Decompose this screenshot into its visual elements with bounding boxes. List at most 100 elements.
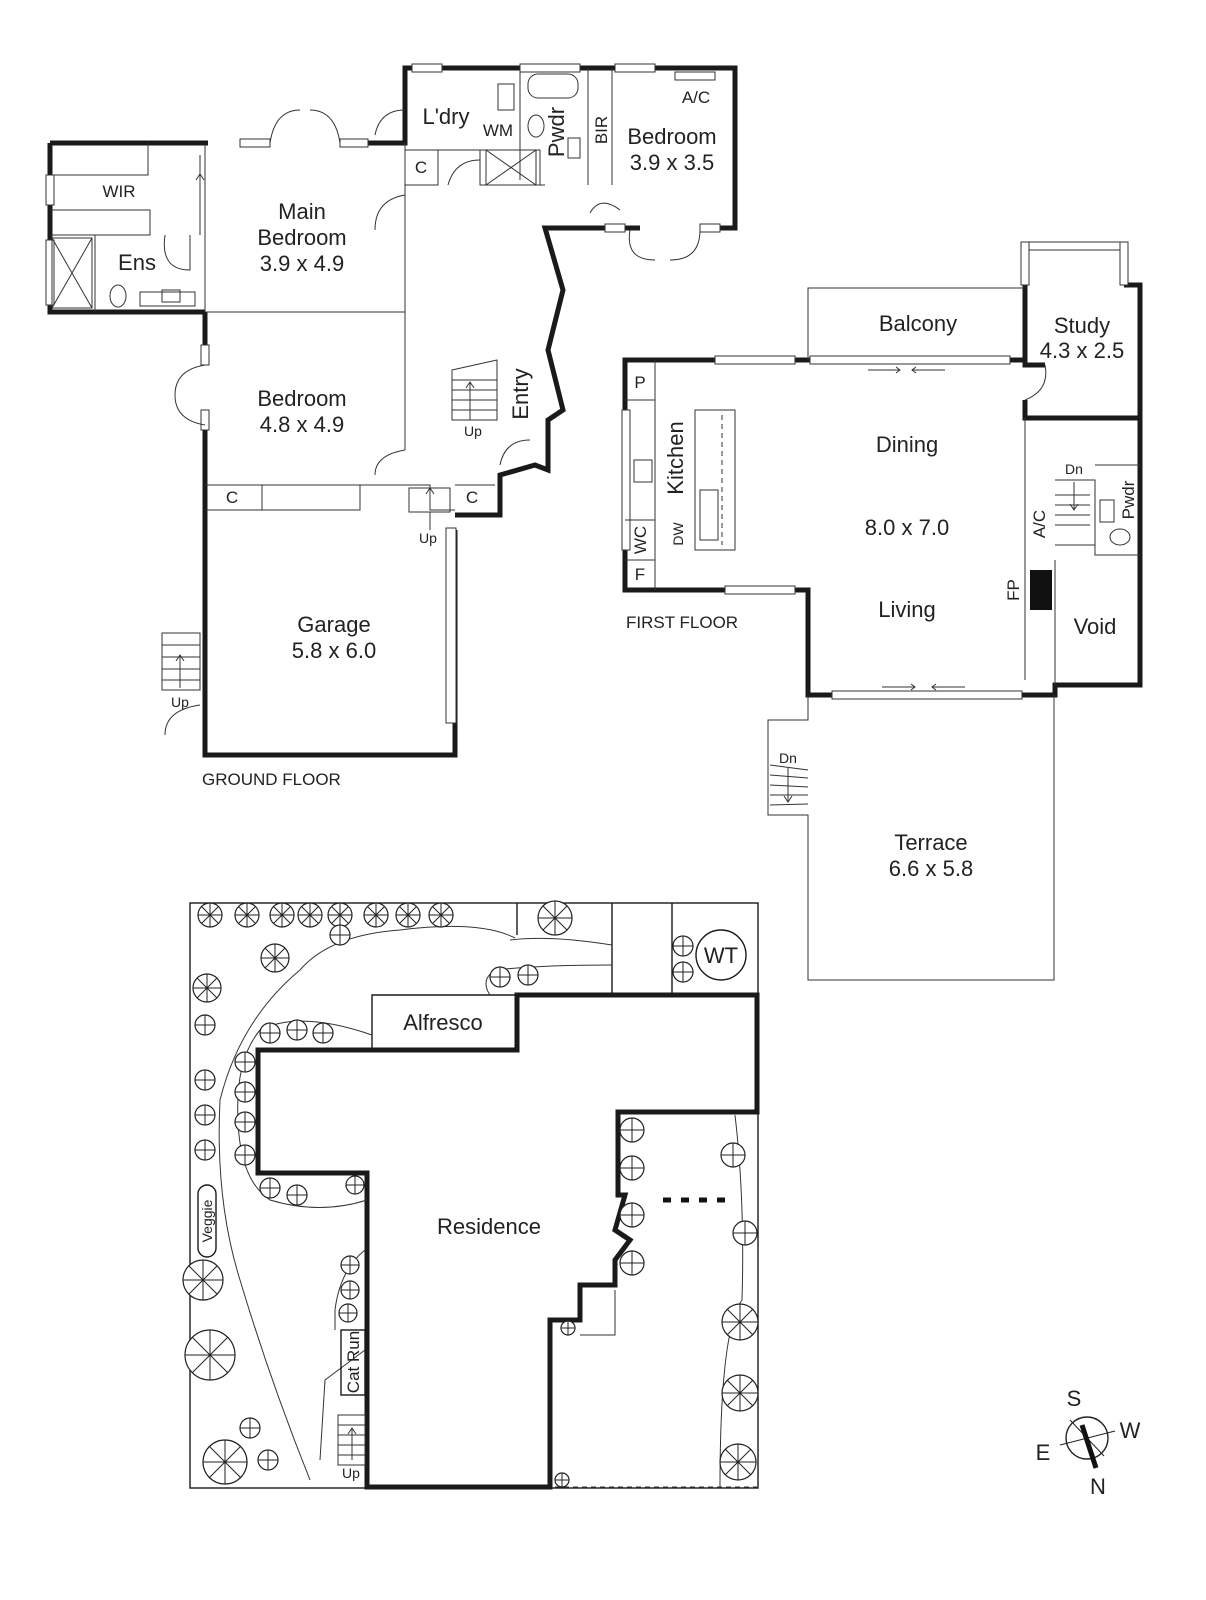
tree-icon <box>234 1051 256 1073</box>
ensuite-label: Ens <box>118 250 156 275</box>
veggie-garden-label: Veggie <box>199 1199 215 1242</box>
stairs-down-label: Dn <box>1065 461 1083 477</box>
compass-north: N <box>1090 1474 1106 1499</box>
main-bedroom-name-1: Main <box>278 199 326 224</box>
tree-icon <box>286 1019 308 1041</box>
garage-size: 5.8 x 6.0 <box>292 638 376 663</box>
first-floor-title: FIRST FLOOR <box>626 613 738 632</box>
tree-icon <box>269 902 295 928</box>
tree-icon <box>194 1014 216 1036</box>
tree-icon <box>234 1111 256 1133</box>
tree-icon <box>428 902 454 928</box>
tree-icon <box>517 964 539 986</box>
residence-label: Residence <box>437 1214 541 1239</box>
closet-label: C <box>226 488 238 507</box>
garage-name: Garage <box>297 612 370 637</box>
tree-icon <box>234 1081 256 1103</box>
ground-floor-title: GROUND FLOOR <box>202 770 341 789</box>
closet-label: C <box>466 488 478 507</box>
tree-icon <box>338 1303 358 1323</box>
powder-room-label: Pwdr <box>544 107 569 157</box>
tree-icon <box>719 1443 757 1481</box>
tree-icon <box>194 1104 216 1126</box>
compass-west: W <box>1120 1418 1141 1443</box>
terrace-name: Terrace <box>894 830 967 855</box>
tree-icon <box>537 900 573 936</box>
compass-south: S <box>1067 1386 1082 1411</box>
tree-icon <box>329 924 351 946</box>
tree-icon <box>721 1374 759 1412</box>
tree-icon <box>194 1069 216 1091</box>
wc-label: WC <box>631 526 650 554</box>
dining-label: Dining <box>876 432 938 457</box>
tree-icon <box>345 1175 365 1195</box>
tree-icon <box>340 1255 360 1275</box>
water-tank-label: WT <box>704 943 738 968</box>
tree-icon <box>234 1144 256 1166</box>
tree-icon <box>619 1250 645 1276</box>
tree-icon <box>202 1439 248 1485</box>
tree-icon <box>297 902 323 928</box>
tree-icon <box>312 1022 334 1044</box>
washing-machine-label: WM <box>483 121 513 140</box>
tree-icon <box>619 1155 645 1181</box>
bedroom-w-size: 4.8 x 4.9 <box>260 412 344 437</box>
tree-icon <box>363 902 389 928</box>
stairs-up-label: Up <box>342 1465 360 1481</box>
walk-in-robe-label: WIR <box>102 182 135 201</box>
tree-icon <box>259 1022 281 1044</box>
tree-icon <box>732 1220 758 1246</box>
tree-icon <box>239 1417 261 1439</box>
tree-icon <box>721 1303 759 1341</box>
living-label: Living <box>878 597 935 622</box>
compass-icon: S W E N <box>1036 1386 1141 1499</box>
bedroom-w-name: Bedroom <box>257 386 346 411</box>
laundry-label: L'dry <box>423 104 470 129</box>
pantry-label: P <box>634 373 645 392</box>
study-size: 4.3 x 2.5 <box>1040 338 1124 363</box>
tree-icon <box>554 1472 570 1488</box>
alfresco-label: Alfresco <box>403 1010 482 1035</box>
main-bedroom-name-2: Bedroom <box>257 225 346 250</box>
tree-icon <box>257 1449 279 1471</box>
tree-icon <box>260 943 290 973</box>
fridge-label: F <box>635 565 645 584</box>
tree-icon <box>340 1280 360 1300</box>
air-conditioner-label: A/C <box>682 88 710 107</box>
bedroom-ne-name: Bedroom <box>627 124 716 149</box>
tree-icon <box>672 935 694 957</box>
void-label: Void <box>1074 614 1117 639</box>
study-name: Study <box>1054 313 1110 338</box>
tree-icon <box>286 1184 308 1206</box>
fireplace-label: FP <box>1004 579 1023 601</box>
powder-room-label: Pwdr <box>1119 480 1138 519</box>
tree-icon <box>619 1117 645 1143</box>
tree-icon <box>672 961 694 983</box>
compass-east: E <box>1036 1440 1051 1465</box>
closet-label: C <box>415 158 427 177</box>
site-plan: WT Alfresco Residence Veggie Cat Run Up <box>182 900 760 1490</box>
tree-icon <box>192 973 222 1003</box>
tree-icon <box>489 966 511 988</box>
terrace-size: 6.6 x 5.8 <box>889 856 973 881</box>
tree-icon <box>327 902 353 928</box>
tree-icon <box>720 1142 746 1168</box>
tree-icon <box>395 902 421 928</box>
main-bedroom-size: 3.9 x 4.9 <box>260 251 344 276</box>
stairs-down-label: Dn <box>779 750 797 766</box>
tree-icon <box>234 902 260 928</box>
tree-icon <box>197 902 223 928</box>
tree-icon <box>619 1202 645 1228</box>
bedroom-ne-size: 3.9 x 3.5 <box>630 150 714 175</box>
stairs-up-label: Up <box>419 530 437 546</box>
first-floor-plan: Balcony Study 4.3 x 2.5 P Kitchen Dining… <box>621 241 1143 981</box>
built-in-robe-label: BIR <box>592 116 611 144</box>
tree-icon <box>194 1139 216 1161</box>
air-conditioner-label: A/C <box>1030 510 1049 538</box>
tree-icon <box>184 1329 236 1381</box>
balcony-label: Balcony <box>879 311 957 336</box>
tree-icon <box>182 1259 224 1301</box>
tree-icon <box>560 1320 576 1336</box>
tree-icon <box>259 1177 281 1199</box>
